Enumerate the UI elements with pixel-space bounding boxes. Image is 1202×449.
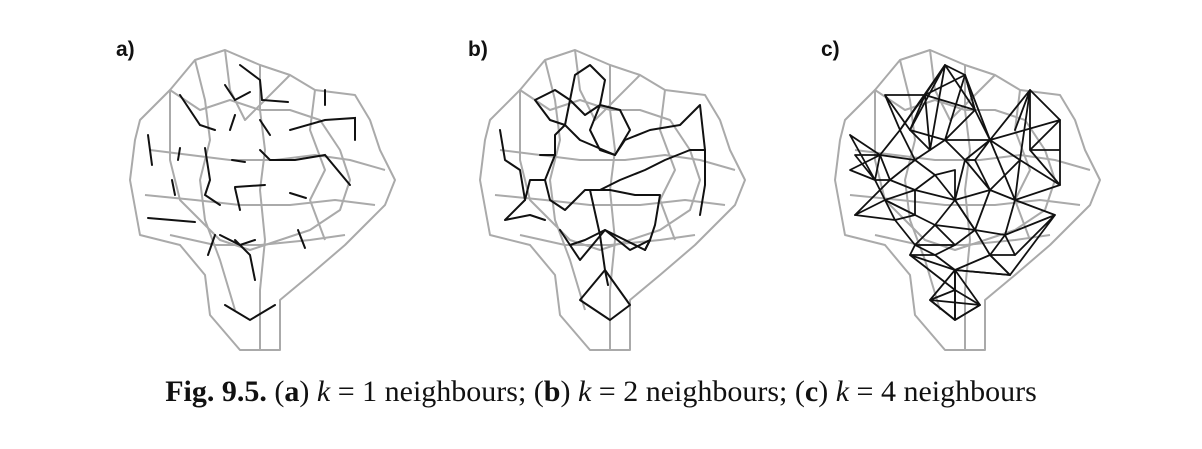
caption-word-b: neighbours (645, 375, 780, 408)
neighbour-edges (147, 64, 356, 322)
region-boundaries (479, 49, 746, 351)
caption-k-value-a: = 1 (337, 375, 378, 408)
caption-k-value-b: = 2 (598, 375, 639, 408)
caption-word-a: neighbours (384, 375, 518, 408)
figure-caption: Fig. 9.5. (a) k = 1 neighbours; (b) k = … (165, 375, 1037, 408)
caption-part-c: c (804, 375, 819, 408)
panel-a-label: a) (116, 38, 135, 61)
panel-c-label: c) (821, 38, 840, 61)
caption-fig-number: Fig. 9.5. (165, 375, 267, 408)
panel-a: a) (110, 30, 410, 360)
caption-k-value-c: = 4 (856, 375, 896, 408)
caption-word-c: neighbours (903, 375, 1037, 408)
panel-b-label: b) (468, 38, 488, 61)
panel-a-map (129, 49, 396, 351)
caption-part-a: a (284, 375, 300, 408)
caption-k-symbol-c: k (835, 375, 850, 408)
caption-k-symbol-a: k (316, 375, 331, 408)
caption-part-b: b (543, 375, 561, 408)
panel-c-map (834, 49, 1101, 351)
panel-c: c) (815, 30, 1115, 360)
panel-b-map (479, 49, 746, 351)
caption-k-symbol-b: k (577, 375, 592, 408)
region-boundaries (834, 49, 1101, 351)
neighbour-edges (849, 64, 1061, 321)
panel-b: b) (460, 30, 760, 360)
neighbour-edges (499, 64, 706, 321)
